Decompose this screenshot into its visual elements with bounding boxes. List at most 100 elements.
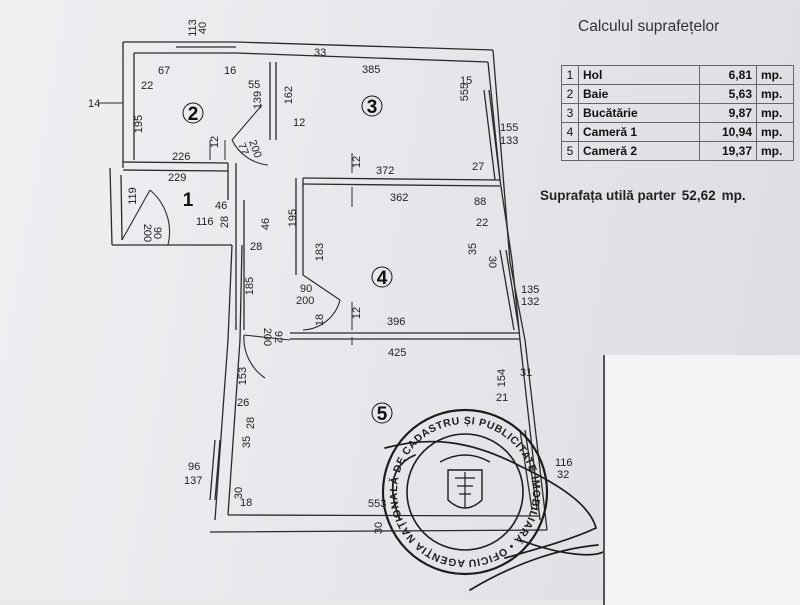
wall-bucatarie-camera1 <box>302 177 501 187</box>
wall-baie-hol <box>122 161 229 172</box>
cell-idx: 2 <box>561 84 579 104</box>
room-4-circle <box>371 266 393 288</box>
dim-label: 132 <box>521 296 539 308</box>
dim-label: 137 <box>184 475 202 487</box>
outer-wall-left-top <box>122 42 135 168</box>
dimension-ticks <box>98 102 353 345</box>
total-area-label: Suprafața utilă parter <box>540 188 676 203</box>
dim-label: 154 <box>496 369 508 387</box>
dim-label: 200 <box>246 138 264 159</box>
cell-idx: 5 <box>561 141 579 161</box>
dim-label: 77 <box>235 141 250 157</box>
cell-unit: mp. <box>756 103 794 123</box>
dim-label: 40 <box>197 22 209 34</box>
total-area-value: 52,62 <box>681 188 716 203</box>
dim-label: 14 <box>88 98 100 110</box>
dim-label: 90 <box>151 227 163 239</box>
dim-label: 12 <box>351 307 363 319</box>
cell-name: Cameră 1 <box>578 122 700 142</box>
dim-label: 35 <box>241 436 253 448</box>
outer-wall-bottom <box>209 514 548 533</box>
dim-label: 28 <box>219 216 231 228</box>
dim-label: 200 <box>261 328 273 346</box>
room-3-circle <box>361 95 383 117</box>
dim-label: 55 <box>248 79 260 91</box>
dim-label: 28 <box>250 241 262 253</box>
walls <box>109 41 548 533</box>
dim-label: 200 <box>296 295 314 307</box>
dim-label: 372 <box>376 165 394 177</box>
dim-label: 67 <box>158 65 170 77</box>
outer-wall-top <box>123 41 494 51</box>
room-number-4: 4 <box>377 268 388 289</box>
outer-wall-right-inner <box>487 61 541 521</box>
room-2-circle <box>182 102 204 124</box>
room-5-circle <box>371 402 393 424</box>
cell-idx: 4 <box>561 122 579 142</box>
window-left-bottom <box>209 439 221 501</box>
dim-label: 396 <box>387 316 405 328</box>
dim-label: 15 <box>460 75 472 87</box>
cell-idx: 3 <box>561 103 579 123</box>
outer-wall-top-inner <box>134 52 489 63</box>
cell-unit: mp. <box>756 84 794 104</box>
dim-label: 226 <box>172 151 190 163</box>
room-labels: 2 3 1 4 5 <box>182 95 393 425</box>
picture-frame-edge <box>603 355 800 605</box>
dim-label: 183 <box>314 243 326 261</box>
dim-label: 88 <box>474 196 486 208</box>
dim-label: 90 <box>300 283 312 295</box>
wall-hol-right <box>227 163 237 200</box>
dim-label: 96 <box>188 461 200 473</box>
signature-scribble <box>384 440 609 591</box>
dim-label: 16 <box>224 65 236 77</box>
cell-value: 19,37 <box>699 141 757 161</box>
dim-label: 139 <box>252 91 264 109</box>
room-number-2: 2 <box>188 104 199 125</box>
cell-name: Bucătărie <box>578 103 700 123</box>
window-top <box>176 41 236 54</box>
dim-label: 18 <box>240 497 252 509</box>
dim-label: 30 <box>486 256 498 268</box>
dim-label: 35 <box>467 243 479 255</box>
dim-label: 553 <box>368 498 386 510</box>
cell-value: 9,87 <box>699 103 757 123</box>
dim-label: 555 <box>459 83 471 101</box>
coat-of-arms-icon <box>439 454 491 509</box>
door-camera1 <box>302 274 341 331</box>
dim-label: 116 <box>555 457 573 469</box>
room-number-3: 3 <box>367 97 378 118</box>
dim-label: 425 <box>388 347 406 359</box>
cell-value: 6,81 <box>699 65 757 85</box>
dim-label: 155 <box>500 122 518 134</box>
dim-label: 135 <box>521 284 539 296</box>
cell-name: Cameră 2 <box>578 141 700 161</box>
dim-label: 133 <box>500 135 518 147</box>
dim-label: 46 <box>260 218 272 230</box>
dimension-labels: 113 40 33 67 16 55 22 385 15 555 14 195 … <box>88 19 573 534</box>
table-title: Calculul suprafețelor <box>578 18 720 35</box>
cell-name: Hol <box>578 65 700 85</box>
outer-wall-right <box>492 49 548 531</box>
total-area-unit: mp. <box>721 188 746 203</box>
dim-label: 21 <box>496 392 508 404</box>
window-right-2 <box>499 249 520 331</box>
dim-label: 30 <box>233 487 245 499</box>
door-entrance <box>121 189 171 246</box>
cell-idx: 1 <box>561 65 579 85</box>
dim-label: 185 <box>244 277 256 295</box>
dim-label: 46 <box>215 200 227 212</box>
dim-label: 22 <box>141 80 153 92</box>
dim-label: 12 <box>209 136 221 148</box>
wall-baie-bucatarie <box>269 62 277 140</box>
room-number-1: 1 <box>183 190 194 211</box>
dim-label: 229 <box>168 172 186 184</box>
room-number-5: 5 <box>377 404 388 425</box>
total-area: Suprafața utilă parter 52,62 mp. <box>534 188 746 203</box>
window-right-1 <box>483 89 501 181</box>
dim-label: 30 <box>373 522 385 534</box>
dim-label: 116 <box>196 216 214 228</box>
